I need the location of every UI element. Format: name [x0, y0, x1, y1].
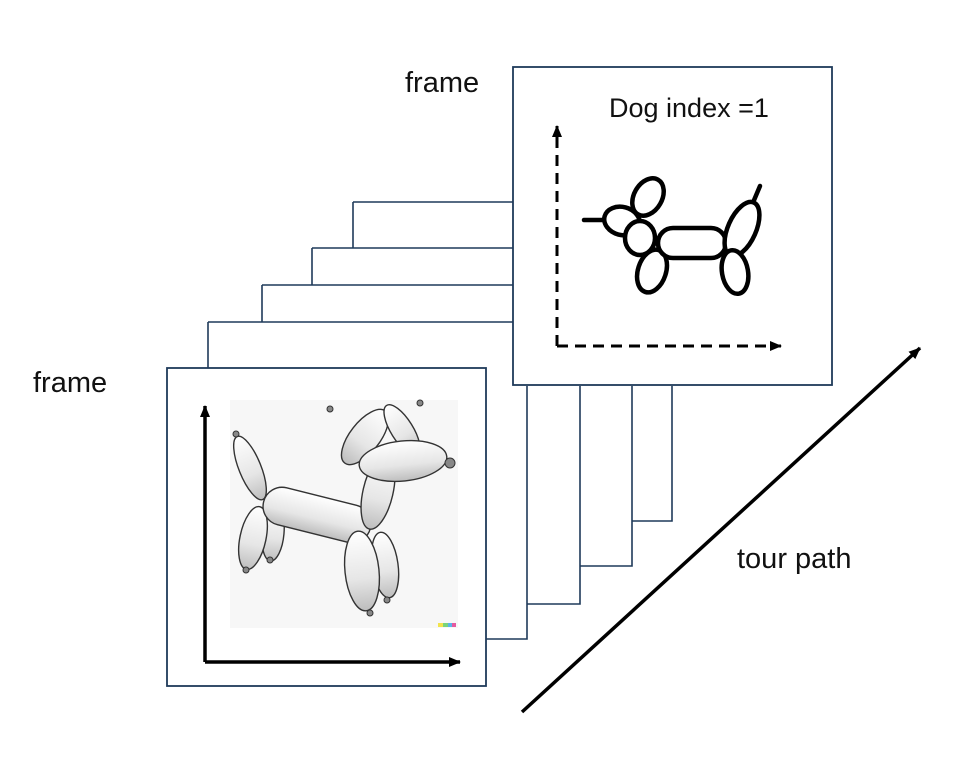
stacked-frame-1 — [207, 321, 528, 640]
back-frame-axes — [552, 125, 782, 351]
tour-path-label: tour path — [737, 543, 852, 575]
frame-label-left: frame — [33, 367, 108, 399]
dog-index-label: Dog index =1 — [609, 93, 769, 123]
stacked-frame-4 — [352, 201, 673, 522]
tour-path-arrow — [520, 346, 922, 714]
balloon-dog-photo-icon — [230, 399, 458, 628]
balloon-dog-line-icon — [581, 176, 763, 297]
watermark-strip-icon — [438, 623, 456, 627]
front-frame-axes — [200, 405, 461, 667]
stacked-frame-2 — [261, 284, 581, 605]
frame-label-top: frame — [405, 67, 480, 99]
stacked-frame-3 — [311, 247, 633, 567]
